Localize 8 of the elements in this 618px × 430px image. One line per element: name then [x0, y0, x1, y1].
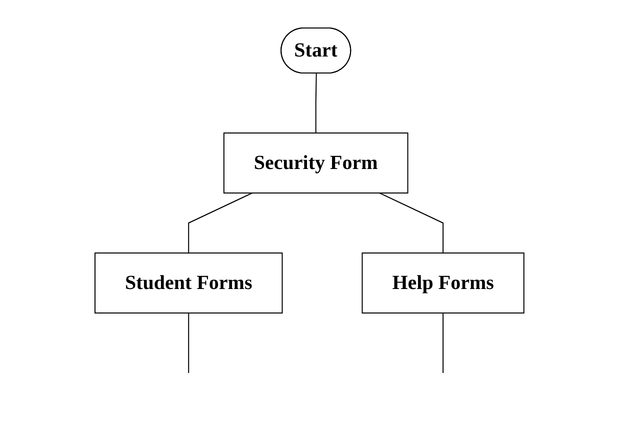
connector [442, 312, 444, 373]
connector [314, 72, 316, 133]
node-box: Help Forms [361, 252, 524, 313]
connector [188, 192, 252, 253]
connector [378, 192, 444, 253]
connector [188, 312, 189, 373]
node-box: Student Forms [94, 252, 282, 313]
node-box: Security Form [222, 132, 408, 193]
